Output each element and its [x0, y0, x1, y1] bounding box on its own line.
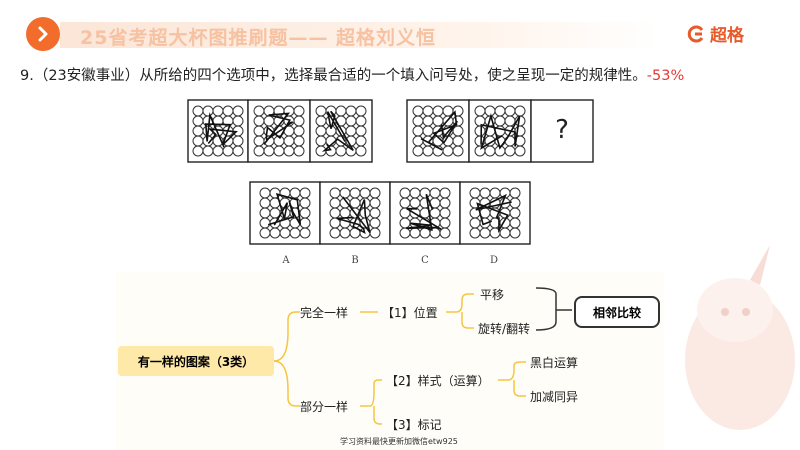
option-cell-b: [319, 181, 391, 245]
mind-map: 有一样的图案（3类） 完全一样 部分一样 【1】位置 平移 旋转/翻转 相邻比较…: [116, 272, 664, 450]
node-add-subtract: 加减同异: [530, 390, 579, 404]
option-cell-a: [249, 181, 321, 245]
option-label-b: B: [351, 255, 358, 266]
puzzle-cell-4: [406, 99, 470, 163]
option-cell-d: [459, 181, 531, 245]
node-identical: 完全一样: [300, 306, 349, 320]
course-title: 25省考超大杯图推刷题—— 超格刘义恒: [80, 27, 437, 49]
error-rate: -53%: [646, 68, 685, 84]
puzzle-cell-unknown: [530, 99, 594, 163]
option-label-d: D: [490, 255, 498, 266]
node-translate: 平移: [480, 288, 505, 302]
mind-map-root: 有一样的图案（3类）: [118, 346, 274, 376]
node-rotate: 旋转/翻转: [478, 322, 531, 336]
brand-icon: [687, 25, 704, 42]
node-partial: 部分一样: [300, 400, 349, 414]
puzzle-cell-2: [247, 99, 311, 163]
node-adjacent-compare: 相邻比较: [574, 296, 660, 328]
puzzle-cell-3: [309, 99, 373, 163]
header-bar: 25省考超大杯图推刷题—— 超格刘义恒 超格: [0, 0, 800, 62]
node-position: 【1】位置: [382, 306, 438, 320]
node-black-white: 黑白运算: [530, 356, 579, 370]
chevron-right-icon: [38, 26, 48, 42]
title-band: [60, 22, 660, 48]
puzzle-cell-5: [468, 99, 532, 163]
node-style: 【2】样式（运算）: [386, 374, 490, 388]
option-label-c: C: [421, 255, 429, 266]
node-mark: 【3】标记: [386, 418, 442, 432]
question-text: 9.（23安徽事业）从所给的四个选项中，选择最合适的一个填入问号处，使之呈现一定…: [20, 64, 790, 85]
watermark-text: 学习资料最快更新加微信etw925: [340, 437, 458, 446]
brand-name: 超格: [710, 26, 744, 46]
brand-logo: 超格: [686, 21, 744, 46]
mascot-illustration: [685, 245, 795, 430]
option-cell-c: [389, 181, 461, 245]
puzzle-cell-1: [187, 99, 249, 163]
next-button[interactable]: [26, 17, 60, 51]
unknown-mark: ?: [555, 115, 569, 145]
option-label-a: A: [281, 255, 290, 266]
mind-map-connectors: [273, 287, 572, 425]
question-body: 9.（23安徽事业）从所给的四个选项中，选择最合适的一个填入问号处，使之呈现一定…: [20, 68, 647, 84]
